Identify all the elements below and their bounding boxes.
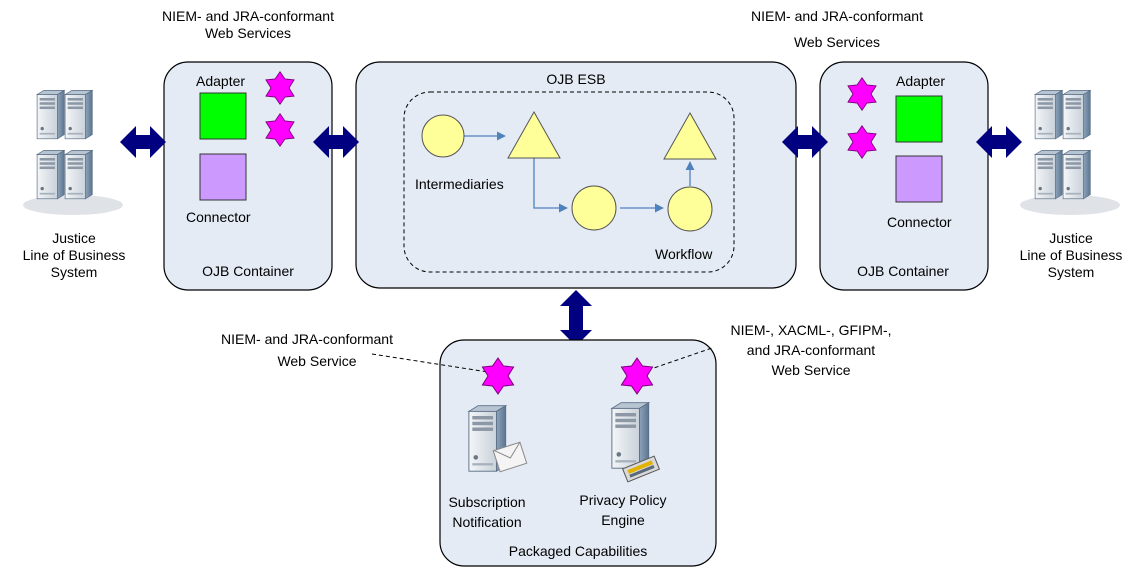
workflow-node bbox=[571, 185, 617, 231]
server-shadow bbox=[23, 195, 123, 215]
left-container-title: OJB Container bbox=[202, 263, 294, 279]
server-shadow bbox=[1020, 195, 1120, 215]
server-icon bbox=[611, 401, 650, 469]
policy-card-icon bbox=[621, 455, 661, 483]
flow-arrow bbox=[533, 158, 568, 213]
workflow-node bbox=[663, 111, 717, 160]
server-icon bbox=[1034, 89, 1063, 140]
left-ojb-container bbox=[163, 61, 333, 291]
right-server-cluster bbox=[1020, 89, 1120, 215]
left-ws-label-2: Web Services bbox=[205, 25, 291, 41]
right-ws-label-2: Web Services bbox=[794, 34, 880, 50]
server-icon bbox=[1062, 149, 1091, 200]
intermediary-node bbox=[421, 114, 465, 158]
right-system-label-1: Justice bbox=[1049, 230, 1093, 246]
left-server-cluster bbox=[23, 89, 123, 215]
double-arrow-icon bbox=[120, 126, 166, 158]
double-arrow-icon bbox=[313, 126, 359, 158]
left-adapter bbox=[199, 92, 247, 140]
callout-line bbox=[371, 353, 489, 373]
subscription-label-2: Notification bbox=[452, 514, 521, 530]
left-adapter-label: Adapter bbox=[196, 73, 245, 89]
server-icon bbox=[1034, 149, 1063, 200]
right-adapter bbox=[895, 95, 943, 143]
intermediaries-label: Intermediaries bbox=[415, 176, 504, 192]
packaged-ws-left-label-2: Web Service bbox=[277, 353, 356, 369]
left-system-label-1: Justice bbox=[52, 230, 96, 246]
esb-title: OJB ESB bbox=[546, 71, 605, 87]
intermediary-node bbox=[507, 110, 561, 159]
server-icon bbox=[36, 149, 65, 200]
server-icon bbox=[64, 89, 93, 140]
esb-workflow-region bbox=[403, 91, 735, 273]
envelope-icon bbox=[492, 441, 528, 473]
left-connector bbox=[199, 153, 247, 201]
server-icon bbox=[1062, 89, 1091, 140]
right-ws-label-1: NIEM- and JRA-conformant bbox=[751, 8, 923, 24]
left-system-label-3: System bbox=[51, 264, 98, 280]
esb-flow-lines bbox=[463, 131, 695, 213]
connection-arrows bbox=[120, 126, 1022, 346]
packaged-ws-left-label-1: NIEM- and JRA-conformant bbox=[221, 331, 393, 347]
packaged-ws-right-label-1: NIEM-, XACML-, GFIPM-, bbox=[731, 322, 892, 338]
double-arrow-icon bbox=[976, 126, 1022, 158]
packaged-capabilities-container bbox=[439, 339, 717, 567]
left-connector-label: Connector bbox=[186, 209, 251, 225]
right-system-label-2: Line of Business bbox=[1020, 247, 1123, 263]
left-ws-label-1: NIEM- and JRA-conformant bbox=[162, 8, 334, 24]
double-arrow-icon bbox=[782, 126, 828, 158]
right-connector-label: Connector bbox=[887, 214, 952, 230]
ojb-esb-container bbox=[355, 61, 797, 289]
left-system-label-2: Line of Business bbox=[23, 247, 126, 263]
double-arrow-icon bbox=[560, 290, 592, 346]
packaged-title: Packaged Capabilities bbox=[509, 543, 648, 559]
server-icon bbox=[64, 149, 93, 200]
packaged-ws-right-label-3: Web Service bbox=[771, 362, 850, 378]
right-adapter-label: Adapter bbox=[896, 73, 945, 89]
workflow-label: Workflow bbox=[655, 246, 713, 262]
privacy-label-2: Engine bbox=[601, 512, 645, 528]
subscription-label-1: Subscription bbox=[448, 494, 525, 510]
callout-line bbox=[647, 347, 713, 371]
right-system-label-3: System bbox=[1048, 264, 1095, 280]
packaged-ws-right-label-2: and JRA-conformant bbox=[747, 342, 876, 358]
right-container-title: OJB Container bbox=[857, 263, 949, 279]
privacy-label-1: Privacy Policy bbox=[579, 492, 666, 508]
server-icon bbox=[36, 89, 65, 140]
workflow-node bbox=[667, 186, 713, 232]
right-connector bbox=[895, 155, 943, 203]
